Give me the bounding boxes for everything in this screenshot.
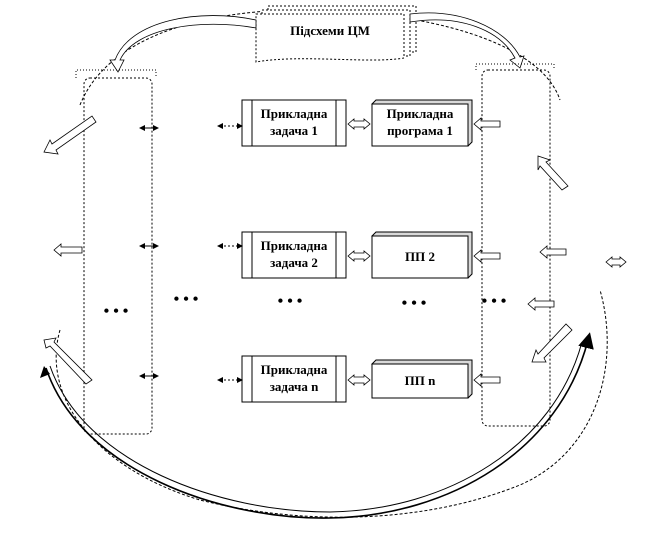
program-2-label: ПП 2 [405,249,435,264]
task-n-line1: Прикладна [260,362,328,377]
left-brace [75,69,157,78]
left-diag-arrow-top [43,115,97,155]
ellipsis-3: • • • [277,293,303,310]
program-box-n [371,359,473,399]
bottom-arc-arrow [45,332,594,519]
ellipsis-2: • • • [173,291,199,308]
program-1-line2: програма 1 [387,123,453,138]
ellipsis-1: • • • [103,303,129,320]
program-1-line1: Прикладна [386,106,454,121]
task-2-line2: задача 2 [270,255,318,270]
right-diag-arrow-bottom [531,323,573,363]
program-n-label: ПП n [404,373,436,388]
task-box-2 [241,231,347,279]
program-box-2 [371,231,473,279]
right-brace [475,63,555,70]
outer-ellipse-bottom [55,289,608,518]
task-box-n [241,355,347,403]
task-1-line2: задача 1 [270,123,318,138]
subschemas-label: Підсхеми ЦМ [290,23,370,38]
curved-arrow-right [409,12,525,69]
right-out-arrow-3 [527,297,555,311]
ellipsis-4: • • • [401,295,427,312]
right-out-arrow-2 [539,245,567,259]
task-1-line1: Прикладна [260,106,328,121]
bottom-arc-arrow-start [40,366,50,378]
right-in-arrow-n [473,373,501,387]
subschemas-stack [255,5,417,63]
right-column [481,69,551,427]
left-diag-arrow-bottom [43,337,93,385]
program-box-1 [371,99,473,147]
task-program-link-n [347,374,371,386]
task-2-line1: Прикладна [260,238,328,253]
left-column [83,77,153,435]
task-box-1 [241,99,347,147]
task-n-line2: задача n [269,379,319,394]
ellipsis-5: • • • [481,293,507,310]
task-program-link-1 [347,118,371,130]
bottom-arc-arrow-inner [49,341,583,513]
far-right-double-arrow [605,256,627,268]
left-out-arrow-2 [53,243,83,257]
right-in-arrow-2 [473,249,501,263]
right-diag-arrow-top [537,155,569,191]
right-in-arrow-1 [473,117,501,131]
curved-arrow-left [109,15,257,73]
task-program-link-2 [347,250,371,262]
